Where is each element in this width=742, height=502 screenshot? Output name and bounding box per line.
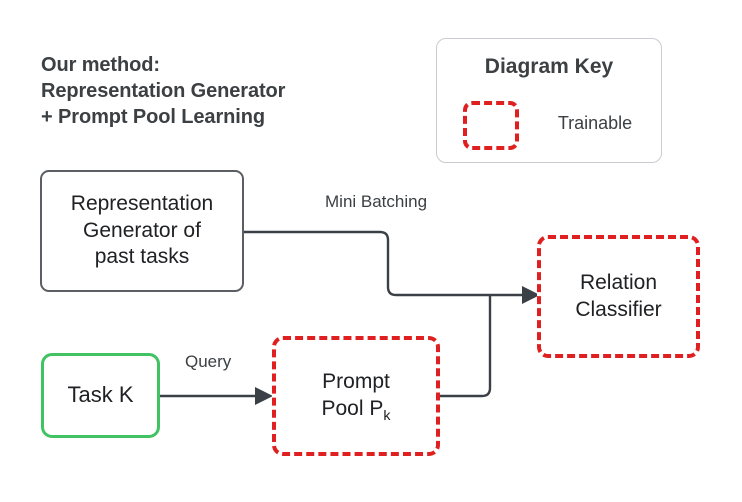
edge-repgen-to-classifier [244, 230, 522, 297]
diagram-key-title: Diagram Key [484, 55, 614, 78]
node-prompt-pool-label-line2: Pool P [321, 397, 384, 420]
node-task-k[interactable]: Task K [41, 353, 160, 438]
page-title: Our method: Representation Generator + P… [41, 54, 286, 128]
red-dashed-box-icon [463, 101, 519, 150]
diagram-key-panel: Diagram Key Trainable [436, 38, 662, 163]
arrowhead-into-prompt-pool [255, 387, 273, 405]
edge-label-query: Query [185, 352, 232, 371]
edge-label-mini-batching: Mini Batching [325, 192, 428, 211]
node-task-k-label: Task K [67, 382, 134, 408]
node-relation-classifier-label: Relation Classifier [575, 270, 662, 321]
node-representation-generator-label: Representation Generator of past tasks [70, 191, 214, 269]
node-relation-classifier[interactable]: Relation Classifier [537, 235, 700, 358]
diagram-key-trainable-label: Trainable [557, 113, 633, 133]
node-prompt-pool-label-subscript: k [383, 408, 391, 425]
node-representation-generator[interactable]: Representation Generator of past tasks [40, 170, 244, 292]
edge-promptpool-to-classifier [440, 295, 492, 398]
node-prompt-pool-label-line1: Prompt [322, 370, 390, 394]
